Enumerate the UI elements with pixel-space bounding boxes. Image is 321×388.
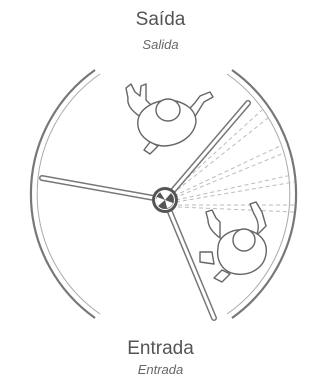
person-walking-away-icon <box>125 83 214 155</box>
entry-label: Entrada <box>127 338 194 359</box>
person-walking-through-icon <box>199 201 267 283</box>
exit-sublabel: Salida <box>142 37 179 52</box>
turnstile-arm-left <box>39 175 168 203</box>
turnstile-hub-icon <box>152 187 178 213</box>
exit-label: Saída <box>135 9 186 30</box>
right-enclosure-arc <box>226 69 298 319</box>
entry-sublabel: Entrada <box>137 362 184 377</box>
turnstile-arm-lower <box>162 197 217 321</box>
turnstile-arm-upper-right <box>162 100 251 203</box>
left-enclosure-arc <box>29 69 101 319</box>
rotation-trail <box>171 109 296 213</box>
